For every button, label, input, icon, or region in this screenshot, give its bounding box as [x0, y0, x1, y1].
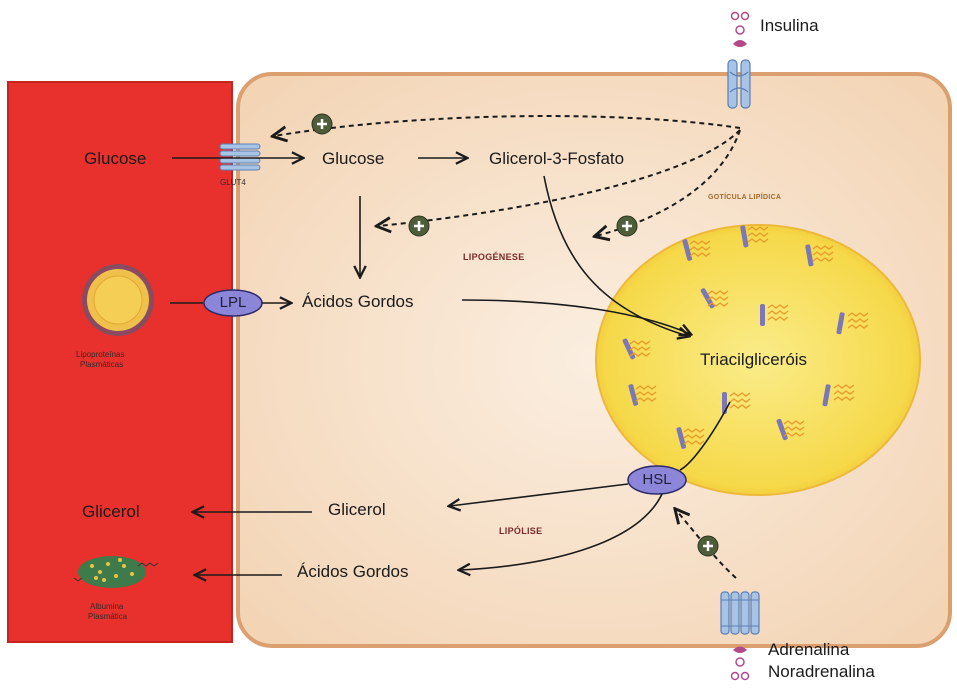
adrenalin-label: Adrenalina [768, 640, 849, 660]
hsl-label: HSL [628, 471, 686, 488]
glycerol-3-phosphate-label: Glicerol-3-Fosfato [489, 149, 624, 169]
lipoprotein-label-line1: Lipoproteínas [76, 350, 124, 360]
lpl-label: LPL [204, 294, 262, 311]
fatty-acids-bottom-label: Ácidos Gordos [297, 562, 409, 582]
blood-glycerol-label: Glicerol [82, 502, 140, 522]
lipid-droplet-label: GOTÍCULA LIPÍDICA [708, 194, 781, 201]
insulin-molecule-icon [732, 13, 749, 48]
cell-glucose-label: Glucose [322, 149, 384, 169]
albumin-label-line2: Plasmática [88, 612, 127, 622]
fatty-acids-top-label: Ácidos Gordos [302, 292, 414, 312]
lipoprotein-particle-icon [82, 264, 154, 336]
lipoprotein-label-line2: Plasmáticas [80, 360, 123, 370]
triglycerides-label: Triacilgliceróis [700, 350, 807, 370]
lipolysis-label: LIPÓLISE [499, 526, 542, 536]
lipogenesis-label: LIPOGÉNESE [463, 252, 525, 262]
cell-glycerol-label: Glicerol [328, 500, 386, 520]
insulin-label: Insulina [760, 16, 819, 36]
blood-glucose-label: Glucose [84, 149, 146, 169]
glut4-label: GLUT4 [220, 178, 246, 188]
albumin-label-line1: Albumina [90, 602, 123, 612]
noradrenalin-label: Noradrenalina [768, 662, 875, 682]
catecholamine-molecule-icon [732, 647, 749, 680]
